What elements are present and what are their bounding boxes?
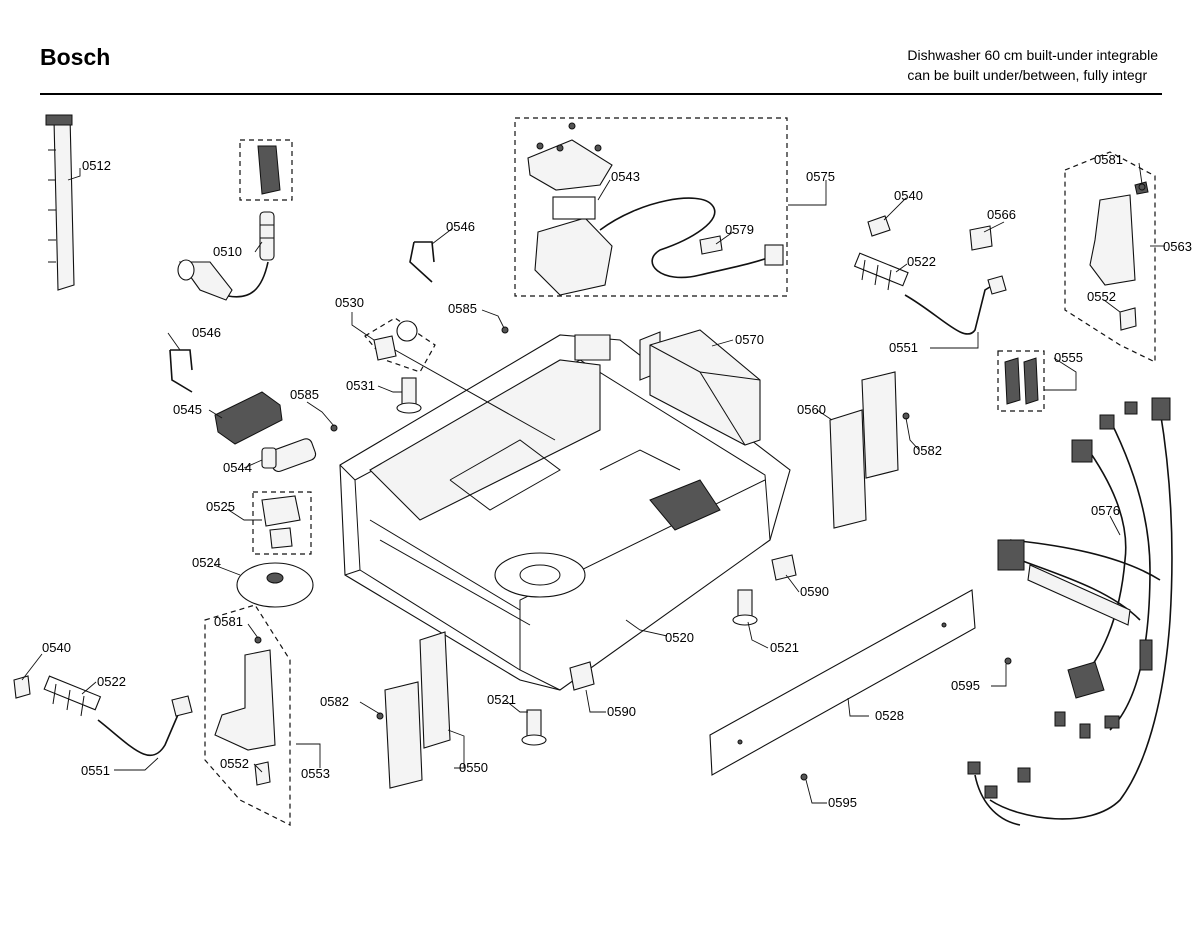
- foot-0521-bottom: [521, 709, 547, 746]
- label-0551-left: 0551: [81, 763, 110, 778]
- group-box-0525: [252, 491, 312, 555]
- fitting-0510: [177, 211, 275, 301]
- model-description: Dishwasher 60 cm built-under integrable …: [907, 45, 1158, 85]
- clip-0546-left: [169, 349, 193, 393]
- bracket-0545: [214, 391, 283, 445]
- cover-0530: [373, 320, 556, 441]
- header-rule: [40, 93, 1162, 95]
- label-0528: 0528: [875, 708, 904, 723]
- label-0590-bottom: 0590: [607, 704, 636, 719]
- foot-0531: [396, 377, 422, 414]
- label-0525: 0525: [206, 499, 235, 514]
- label-0540-top: 0540: [894, 188, 923, 203]
- label-0552-bottom: 0552: [220, 756, 249, 771]
- label-0512: 0512: [82, 158, 111, 173]
- base-frame-0520: [339, 331, 791, 691]
- spring-0522-top: [853, 252, 1007, 335]
- valve-0544: [261, 438, 317, 473]
- group-box-0555: [997, 350, 1045, 412]
- label-0560: 0560: [797, 402, 826, 417]
- group-box-0510: [239, 139, 293, 201]
- foot-0521-right: [732, 589, 758, 626]
- harness-0576: [967, 397, 1173, 826]
- screw-0581: [1138, 183, 1146, 191]
- screws-0595: [800, 657, 1012, 781]
- label-0590-right: 0590: [800, 584, 829, 599]
- float-stem-0512: [45, 114, 75, 291]
- label-0551-top: 0551: [889, 340, 918, 355]
- bracket-0560: [829, 371, 899, 529]
- group-box-0553: [204, 604, 291, 826]
- pump-assembly-0543: [527, 122, 784, 296]
- label-0552-top: 0552: [1087, 289, 1116, 304]
- label-0510: 0510: [213, 244, 242, 259]
- label-0595-right: 0595: [951, 678, 980, 693]
- part-labels: 0512 0510 0546 0543 0575 0579 0540 0566 …: [42, 152, 1192, 810]
- hinge-0553: [214, 636, 276, 786]
- label-0553: 0553: [301, 766, 330, 781]
- description-line-1: Dishwasher 60 cm built-under integrable: [907, 47, 1158, 63]
- label-0585-left: 0585: [290, 387, 319, 402]
- label-0546-top: 0546: [446, 219, 475, 234]
- label-0550: 0550: [459, 760, 488, 775]
- label-0585-top: 0585: [448, 301, 477, 316]
- label-0543: 0543: [611, 169, 640, 184]
- label-0544: 0544: [223, 460, 252, 475]
- spring-0522-left: [43, 675, 193, 757]
- clip-0540-top: [867, 215, 891, 237]
- description-line-2: can be built under/between, fully integr: [907, 67, 1148, 83]
- label-0520: 0520: [665, 630, 694, 645]
- label-0546-left: 0546: [192, 325, 221, 340]
- label-0570: 0570: [735, 332, 764, 347]
- label-0530: 0530: [335, 295, 364, 310]
- label-0563: 0563: [1163, 239, 1192, 254]
- label-0582-right: 0582: [913, 443, 942, 458]
- screws-0585: [330, 326, 509, 432]
- label-0521-right: 0521: [770, 640, 799, 655]
- cover-0524: [236, 562, 314, 608]
- filter-0525: [261, 495, 301, 549]
- brand-name: Bosch: [40, 44, 111, 70]
- label-0579: 0579: [725, 222, 754, 237]
- bracket-0550: [376, 631, 451, 789]
- label-0575: 0575: [806, 169, 835, 184]
- label-0524: 0524: [192, 555, 221, 570]
- panel-0528: [709, 589, 976, 776]
- label-0555: 0555: [1054, 350, 1083, 365]
- label-0576: 0576: [1091, 503, 1120, 518]
- clip-0579: [699, 235, 723, 255]
- label-0545: 0545: [173, 402, 202, 417]
- hinge-0563: [1089, 181, 1149, 331]
- part-0555: [1004, 357, 1039, 405]
- label-0566: 0566: [987, 207, 1016, 222]
- sensor-0566: [969, 225, 993, 251]
- bracket-0510: [257, 145, 281, 195]
- clip-0540-left: [13, 675, 31, 699]
- label-0531: 0531: [346, 378, 375, 393]
- label-0521-bottom: 0521: [487, 692, 516, 707]
- label-0582-left: 0582: [320, 694, 349, 709]
- leader-lines: [21, 162, 1165, 804]
- clip-0590-right: [771, 554, 797, 581]
- label-0540-left: 0540: [42, 640, 71, 655]
- label-0581-top: 0581: [1094, 152, 1123, 167]
- label-0522-top: 0522: [907, 254, 936, 269]
- group-box-0575: [514, 117, 788, 297]
- group-box-0563: [1064, 151, 1156, 363]
- control-module-0570: [649, 329, 761, 446]
- clip-0590-bottom: [569, 661, 595, 691]
- label-0581-bottom: 0581: [214, 614, 243, 629]
- label-0522-left: 0522: [97, 674, 126, 689]
- clip-0546-top: [409, 241, 435, 283]
- label-0595-bottom: 0595: [828, 795, 857, 810]
